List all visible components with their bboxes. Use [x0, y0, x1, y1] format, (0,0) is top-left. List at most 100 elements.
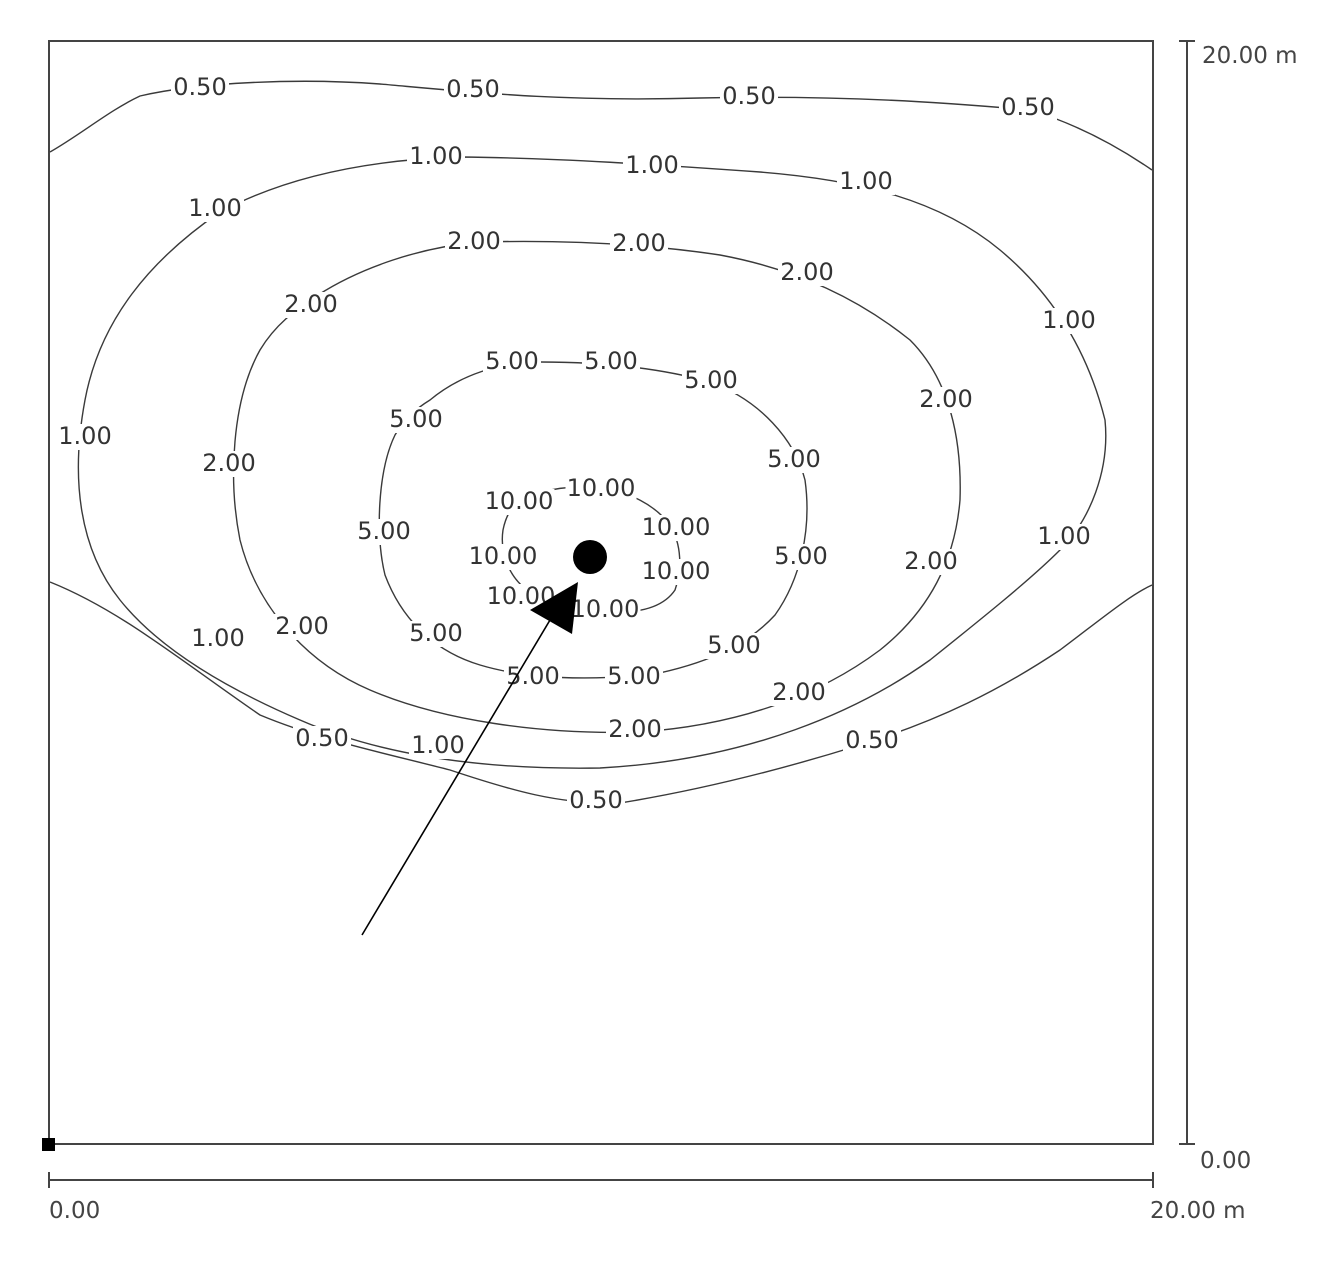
- contour-label-bg: [444, 77, 502, 103]
- contour-label-10.00: 10.00: [571, 595, 640, 623]
- contour-label-5.00: 5.00: [584, 347, 637, 375]
- contour-label-bg: [1040, 308, 1098, 334]
- contour-label-2.00: 2.00: [612, 229, 665, 257]
- contour-label-bg: [387, 407, 445, 433]
- contour-label-5.00: 5.00: [485, 347, 538, 375]
- y-axis-min-label: 0.00: [1200, 1148, 1251, 1174]
- contour-label-5.00: 5.00: [389, 405, 442, 433]
- x-scale-bar: 0.00 20.00 m: [48, 1172, 1246, 1224]
- contour-label-0.50: 0.50: [446, 75, 499, 103]
- contour-label-2.00: 2.00: [275, 612, 328, 640]
- contour-label-2.00: 2.00: [608, 715, 661, 743]
- contour-label-1.00: 1.00: [1042, 306, 1095, 334]
- contour-label-bg: [902, 549, 960, 575]
- contour-label-1.00: 1.00: [839, 167, 892, 195]
- contour-label-bg: [569, 597, 641, 623]
- contour-label-2.00: 2.00: [447, 227, 500, 255]
- contour-label-5.00: 5.00: [409, 619, 462, 647]
- contour-label-1.00: 1.00: [58, 422, 111, 450]
- y-scale-bar: 20.00 m 0.00: [1179, 40, 1298, 1174]
- contour-line-1.00: [77, 156, 1107, 769]
- plot-frame: [48, 40, 1154, 1145]
- origin-marker: [42, 1138, 55, 1151]
- contour-label-1.00: 1.00: [411, 731, 464, 759]
- contour-label-bg: [467, 544, 539, 570]
- contour-label-10.00: 10.00: [485, 487, 554, 515]
- contour-label-bg: [504, 664, 562, 690]
- contour-label-5.00: 5.00: [767, 445, 820, 473]
- contour-label-bg: [843, 728, 901, 754]
- contour-label-0.50: 0.50: [173, 73, 226, 101]
- contour-label-bg: [640, 559, 712, 585]
- contour-label-bg: [606, 717, 664, 743]
- contour-label-bg: [770, 680, 828, 706]
- contour-label-2.00: 2.00: [284, 290, 337, 318]
- contour-label-10.00: 10.00: [469, 542, 538, 570]
- contour-label-bg: [582, 349, 640, 375]
- contour-label-5.00: 5.00: [607, 662, 660, 690]
- contour-label-bg: [772, 544, 830, 570]
- contour-label-bg: [605, 664, 663, 690]
- contour-label-5.00: 5.00: [684, 366, 737, 394]
- contour-label-0.50: 0.50: [722, 82, 775, 110]
- contour-label-0.50: 0.50: [1001, 93, 1054, 121]
- wind-arrow-shaft: [361, 609, 557, 936]
- contour-label-bg: [1035, 524, 1093, 550]
- contour-label-2.00: 2.00: [904, 547, 957, 575]
- contour-label-bg: [778, 260, 836, 286]
- contour-label-1.00: 1.00: [1037, 522, 1090, 550]
- contour-label-0.50: 0.50: [569, 786, 622, 814]
- contour-label-bg: [355, 519, 413, 545]
- contour-label-bg: [293, 726, 351, 752]
- contour-label-2.00: 2.00: [780, 258, 833, 286]
- contour-label-bg: [407, 621, 465, 647]
- contour-label-bg: [917, 387, 975, 413]
- contour-label-bg: [565, 476, 637, 502]
- contour-label-1.00: 1.00: [191, 624, 244, 652]
- contour-label-2.00: 2.00: [202, 449, 255, 477]
- contour-label-1.00: 1.00: [188, 194, 241, 222]
- contour-label-bg: [282, 292, 340, 318]
- contour-label-bg: [445, 229, 503, 255]
- wind-arrow: [361, 582, 578, 936]
- contour-label-bg: [200, 451, 258, 477]
- contour-label-bg: [273, 614, 331, 640]
- contour-label-2.00: 2.00: [772, 678, 825, 706]
- contour-label-bg: [682, 368, 740, 394]
- contour-label-bg: [567, 788, 625, 814]
- wind-arrow-head: [530, 582, 578, 634]
- contour-label-2.00: 2.00: [919, 385, 972, 413]
- contour-label-0.50: 0.50: [845, 726, 898, 754]
- contour-label-5.00: 5.00: [774, 542, 827, 570]
- source-marker: [573, 540, 607, 574]
- contour-label-bg: [409, 733, 467, 759]
- contour-label-bg: [765, 447, 823, 473]
- contour-label-bg: [610, 231, 668, 257]
- contour-label-10.00: 10.00: [642, 557, 711, 585]
- contour-label-bg: [483, 349, 541, 375]
- contour-label-5.00: 5.00: [506, 662, 559, 690]
- contour-label-bg: [186, 196, 244, 222]
- contour-label-10.00: 10.00: [567, 474, 636, 502]
- contour-label-10.00: 10.00: [642, 513, 711, 541]
- contour-label-5.00: 5.00: [707, 631, 760, 659]
- contour-label-bg: [640, 515, 712, 541]
- contour-lines: [49, 80, 1153, 804]
- contour-labels: 0.50 0.50 0.50 0.50 0.50 0.50 0.50 1.00 1.00 1.00…: [56, 73, 1098, 814]
- y-axis-max-label: 20.00 m: [1202, 43, 1298, 69]
- contour-label-0.50: 0.50: [295, 724, 348, 752]
- x-axis-max-label: 20.00 m: [1150, 1198, 1246, 1224]
- contour-label-bg: [623, 153, 681, 179]
- contour-label-bg: [407, 144, 465, 170]
- contour-label-5.00: 5.00: [357, 517, 410, 545]
- contour-label-bg: [171, 75, 229, 101]
- contour-label-bg: [56, 424, 114, 450]
- contour-label-1.00: 1.00: [625, 151, 678, 179]
- contour-label-bg: [720, 84, 778, 110]
- contour-label-bg: [189, 626, 247, 652]
- contour-label-bg: [837, 169, 895, 195]
- contour-label-1.00: 1.00: [409, 142, 462, 170]
- x-axis-min-label: 0.00: [49, 1198, 100, 1224]
